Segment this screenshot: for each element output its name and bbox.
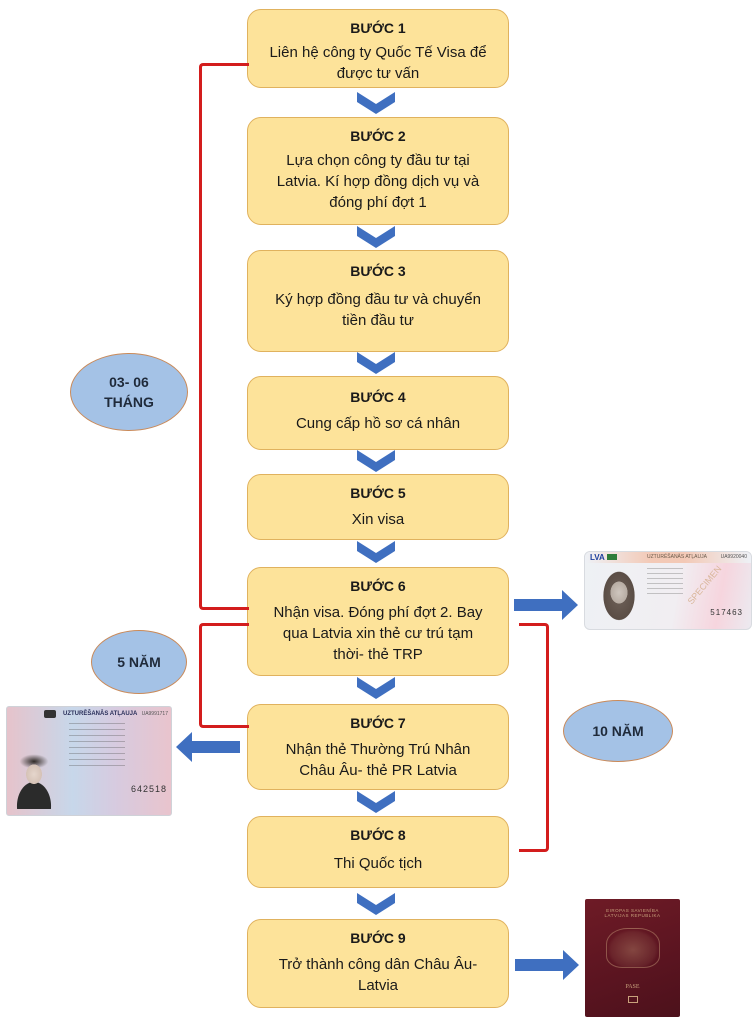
step-description: Trở thành công dân Châu Âu-Latvia — [278, 956, 478, 994]
chevron-down-icon — [357, 541, 395, 563]
card-serial: 642518 — [130, 784, 167, 794]
chevron-down-icon — [357, 677, 395, 699]
passport-label: PASE — [625, 984, 640, 990]
emblem-icon — [44, 710, 56, 718]
biometric-chip-icon — [627, 996, 638, 1003]
chevron-down-icon — [357, 893, 395, 915]
passport-image: EIROPAS SAVIENĪBA LATVIJAS REPUBLIKA PAS… — [585, 899, 680, 1017]
step-4-box: BƯỚC 4 Cung cấp hồ sơ cá nhân — [247, 376, 509, 450]
step-description: Xin visa — [351, 511, 405, 528]
portrait-photo — [599, 569, 639, 625]
step-title: BƯỚC 6 — [350, 578, 406, 594]
step-description: Cung cấp hồ sơ cá nhân — [295, 415, 461, 432]
card-header: UZTURĒŠANĀS ATĻAUJA — [647, 554, 707, 560]
duration-ellipse-5-years: 5 NĂM — [91, 630, 187, 694]
step-title: BƯỚC 2 — [350, 128, 406, 144]
card-header: UZTURĒŠANĀS ATĻAUJA — [63, 711, 138, 717]
step-description: Thi Quốc tịch — [333, 855, 423, 872]
card-country-code: LVA — [590, 553, 605, 562]
step-title: BƯỚC 3 — [350, 263, 406, 279]
chevron-down-icon — [357, 226, 395, 248]
passport-union-text: EIROPAS SAVIENĪBA — [606, 908, 659, 913]
step-title: BƯỚC 4 — [350, 389, 406, 405]
passport-country-text: LATVIJAS REPUBLIKA — [604, 913, 661, 918]
step-title: BƯỚC 9 — [350, 930, 406, 946]
chevron-down-icon — [357, 450, 395, 472]
card-number: UA9920040 — [720, 554, 747, 560]
portrait-photo — [11, 751, 57, 809]
coat-of-arms-icon — [605, 928, 660, 968]
step-title: BƯỚC 7 — [350, 715, 406, 731]
card-number: UA9991717 — [141, 711, 168, 717]
chevron-down-icon — [357, 92, 395, 114]
bracket-steps-1-6 — [199, 63, 249, 610]
step-title: BƯỚC 5 — [350, 485, 406, 501]
pr-card-image: UZTURĒŠANĀS ATĻAUJA UA9991717 642518 — [6, 706, 172, 816]
duration-ellipse-10-years: 10 NĂM — [563, 700, 673, 762]
chevron-down-icon — [357, 791, 395, 813]
bracket-steps-6-8 — [519, 623, 549, 852]
card-serial: 517463 — [710, 608, 743, 617]
arrow-right-icon — [514, 590, 578, 620]
card-watermark: SPECIMEN — [685, 563, 724, 607]
chevron-down-icon — [357, 352, 395, 374]
step-5-box: BƯỚC 5 Xin visa — [247, 474, 509, 540]
arrow-left-icon — [176, 732, 240, 762]
flag-icon — [607, 554, 617, 560]
step-title: BƯỚC 1 — [350, 20, 406, 36]
arrow-right-icon — [515, 950, 579, 980]
bracket-steps-6-7 — [199, 623, 249, 728]
trp-card-image: LVA UZTURĒŠANĀS ATĻAUJA UA9920040 SPECIM… — [584, 551, 752, 630]
step-title: BƯỚC 8 — [350, 827, 406, 843]
step-8-box: BƯỚC 8 Thi Quốc tịch — [247, 816, 509, 888]
step-9-box: BƯỚC 9 Trở thành công dân Châu Âu-Latvia — [247, 919, 509, 1008]
